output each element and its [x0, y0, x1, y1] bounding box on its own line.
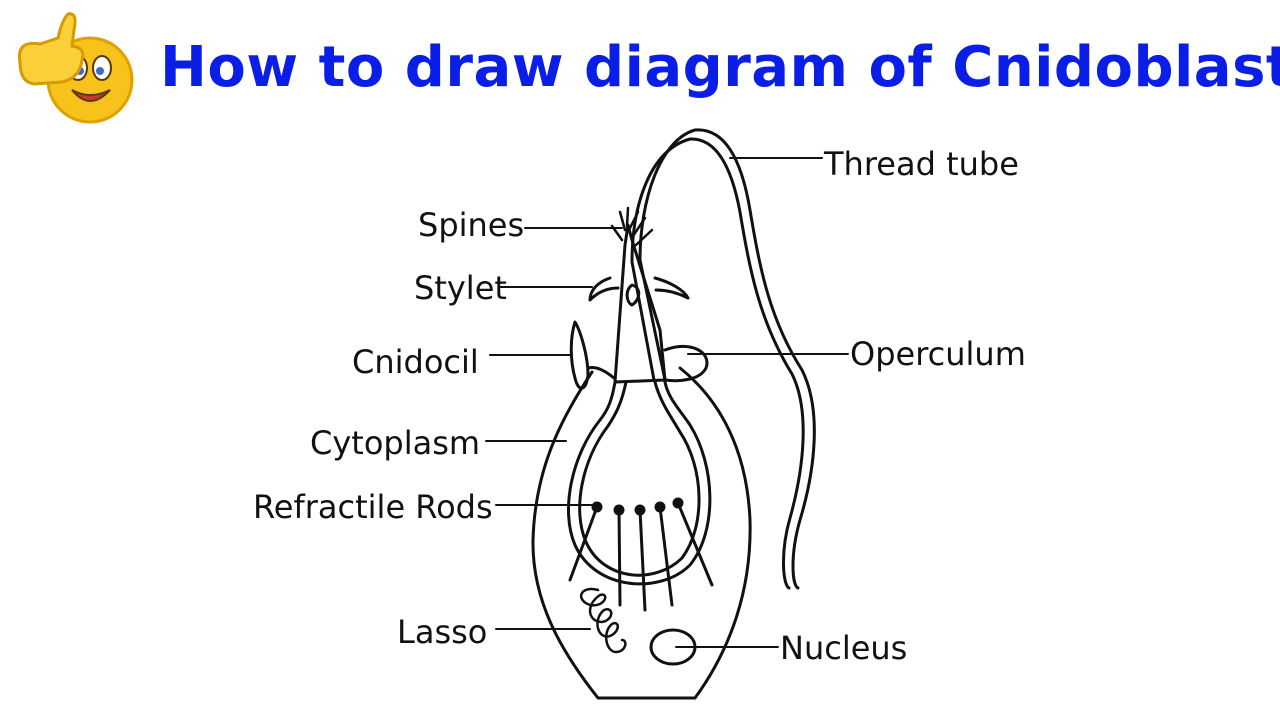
thread-tube-outer — [638, 128, 816, 590]
cnidocil — [569, 320, 590, 390]
label-thread-tube: Thread tube — [824, 145, 1019, 183]
label-spines: Spines — [418, 206, 525, 244]
capsule-inner — [578, 380, 701, 577]
lasso — [579, 587, 627, 654]
operculum — [663, 344, 709, 383]
label-stylet: Stylet — [414, 269, 507, 307]
barb-right — [653, 276, 690, 300]
page-title: How to draw diagram of Cnidoblast — [160, 35, 1280, 100]
cnidocil-base — [586, 366, 616, 380]
label-lasso: Lasso — [397, 613, 488, 651]
label-cytoplasm: Cytoplasm — [310, 424, 481, 462]
barb-left — [588, 276, 620, 302]
thread-tube-inner — [630, 137, 805, 590]
label-operculum: Operculum — [850, 335, 1026, 373]
capsule-outer — [567, 380, 712, 586]
spines — [610, 206, 654, 247]
label-cnidocil: Cnidocil — [352, 343, 479, 381]
label-nucleus: Nucleus — [780, 629, 908, 667]
thumbs-up-smiley-icon — [17, 12, 134, 124]
cell-body-outline — [531, 366, 752, 700]
label-refractile-rods: Refractile Rods — [253, 488, 493, 526]
stylet-inner — [625, 283, 641, 307]
leader-lines — [485, 157, 849, 648]
refractile-rods — [568, 497, 714, 612]
